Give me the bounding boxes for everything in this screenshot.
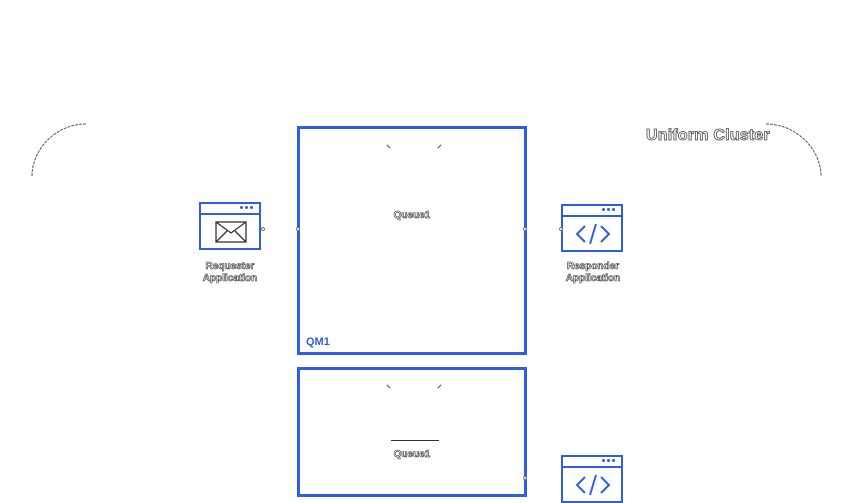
requester-application-label: Requester Application — [185, 261, 275, 285]
queue-manager-name: QM1 — [306, 336, 330, 348]
window-controls-icon — [240, 206, 253, 209]
tick-mark — [386, 384, 391, 389]
qm1-left-connector — [296, 227, 300, 231]
qm1-right-connector — [523, 227, 527, 231]
queue-manager-qm1[interactable]: Queue1 QM1 — [297, 126, 527, 355]
cluster-boundary-left-arc — [31, 123, 87, 177]
tick-mark — [437, 384, 442, 389]
cluster-boundary — [31, 123, 822, 177]
responder-label-line1: Responder — [566, 261, 620, 273]
requester-application-window[interactable] — [199, 202, 261, 250]
responder-application-window-2[interactable] — [561, 455, 623, 503]
window-titlebar — [563, 215, 621, 217]
window-titlebar — [563, 466, 621, 468]
cluster-title: Uniform Cluster — [646, 127, 771, 145]
code-icon — [575, 223, 611, 245]
requester-label-line2: Application — [202, 273, 258, 285]
cluster-boundary-right-arc — [765, 123, 822, 177]
queue-bar — [391, 440, 439, 441]
window-titlebar — [201, 213, 259, 215]
requester-connector — [261, 227, 265, 231]
qm2-right-connector — [523, 476, 527, 480]
window-controls-icon — [602, 208, 615, 211]
tick-mark — [437, 144, 442, 149]
queue-label: Queue1 — [393, 449, 431, 461]
responder-connector — [559, 227, 563, 231]
code-icon — [575, 474, 611, 496]
requester-label-line1: Requester — [205, 261, 255, 273]
queue-label: Queue1 — [393, 210, 431, 222]
responder-application-label: Responder Application — [548, 261, 638, 285]
tick-mark — [386, 144, 391, 149]
window-controls-icon — [602, 459, 615, 462]
queue-manager-qm2[interactable]: Queue1 — [297, 367, 527, 497]
responder-application-window[interactable] — [561, 204, 623, 252]
responder-label-line2: Application — [565, 273, 621, 285]
envelope-icon — [215, 221, 247, 243]
